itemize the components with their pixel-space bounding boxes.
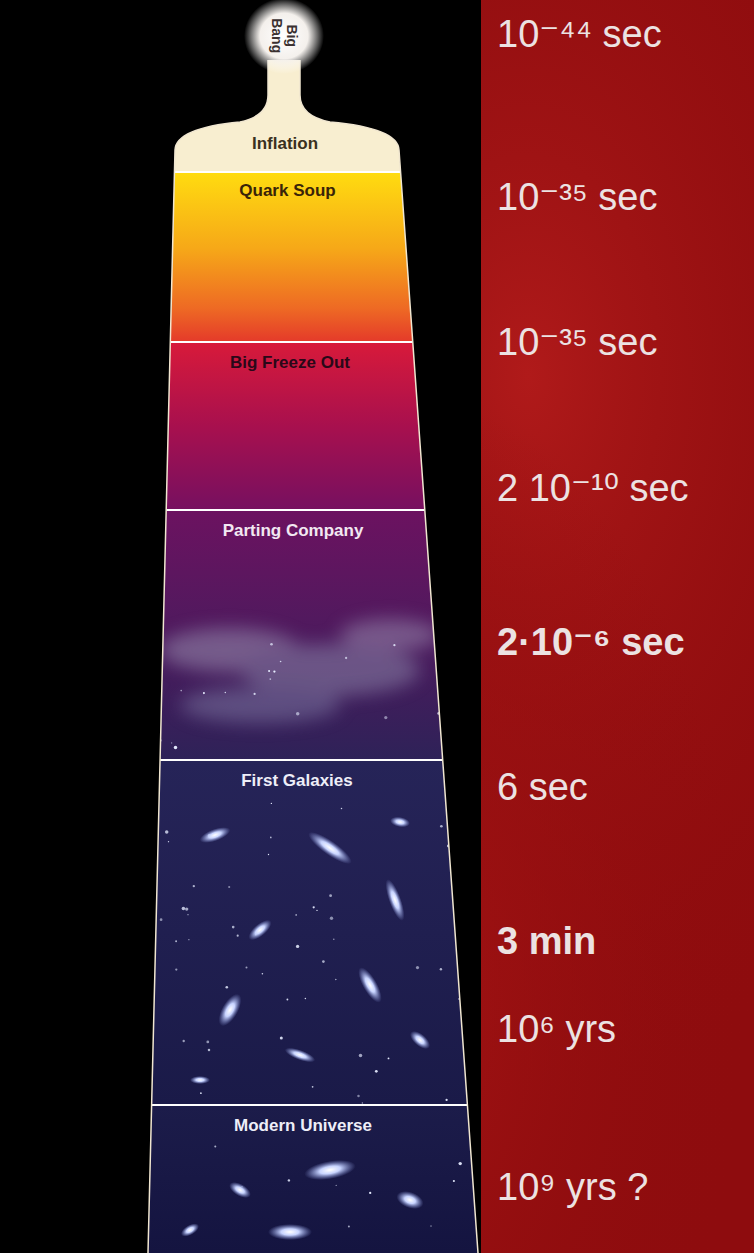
big-bang-glow — [244, 0, 324, 74]
time-label: 10⁶ yrs — [497, 1008, 616, 1051]
era-name: First Galaxies — [241, 771, 353, 791]
era-band: Modern Universe — [172, 1111, 434, 1141]
era-band: Big Freeze Out — [183, 348, 397, 378]
time-label: 10⁻³⁵ sec — [497, 175, 657, 219]
era-name: Inflation — [252, 134, 318, 154]
time-label: 10⁻⁴⁴ sec — [497, 12, 662, 56]
big-bang-label: Big Bang — [254, 4, 314, 68]
era-name: Parting Company — [223, 521, 364, 541]
time-label: 10⁹ yrs ? — [497, 1166, 648, 1209]
time-label: 2·10⁻⁶ sec — [497, 620, 685, 664]
time-label: 10⁻³⁵ sec — [497, 320, 657, 364]
era-name: Quark Soup — [239, 181, 335, 201]
era-band: Inflation — [190, 130, 380, 158]
tower-outline — [148, 60, 478, 1253]
era-band: Quark Soup — [185, 176, 390, 206]
time-label: 3 min — [497, 920, 596, 963]
timeline-tower — [100, 0, 520, 1253]
time-label: 6 sec — [497, 766, 588, 809]
era-band: First Galaxies — [180, 766, 414, 796]
era-name: Big Freeze Out — [230, 353, 350, 373]
time-label: 2 10⁻¹⁰ sec — [497, 466, 689, 510]
era-name: Modern Universe — [234, 1116, 372, 1136]
era-band: Parting Company — [182, 516, 404, 546]
era-name: Big Bang — [269, 14, 298, 58]
